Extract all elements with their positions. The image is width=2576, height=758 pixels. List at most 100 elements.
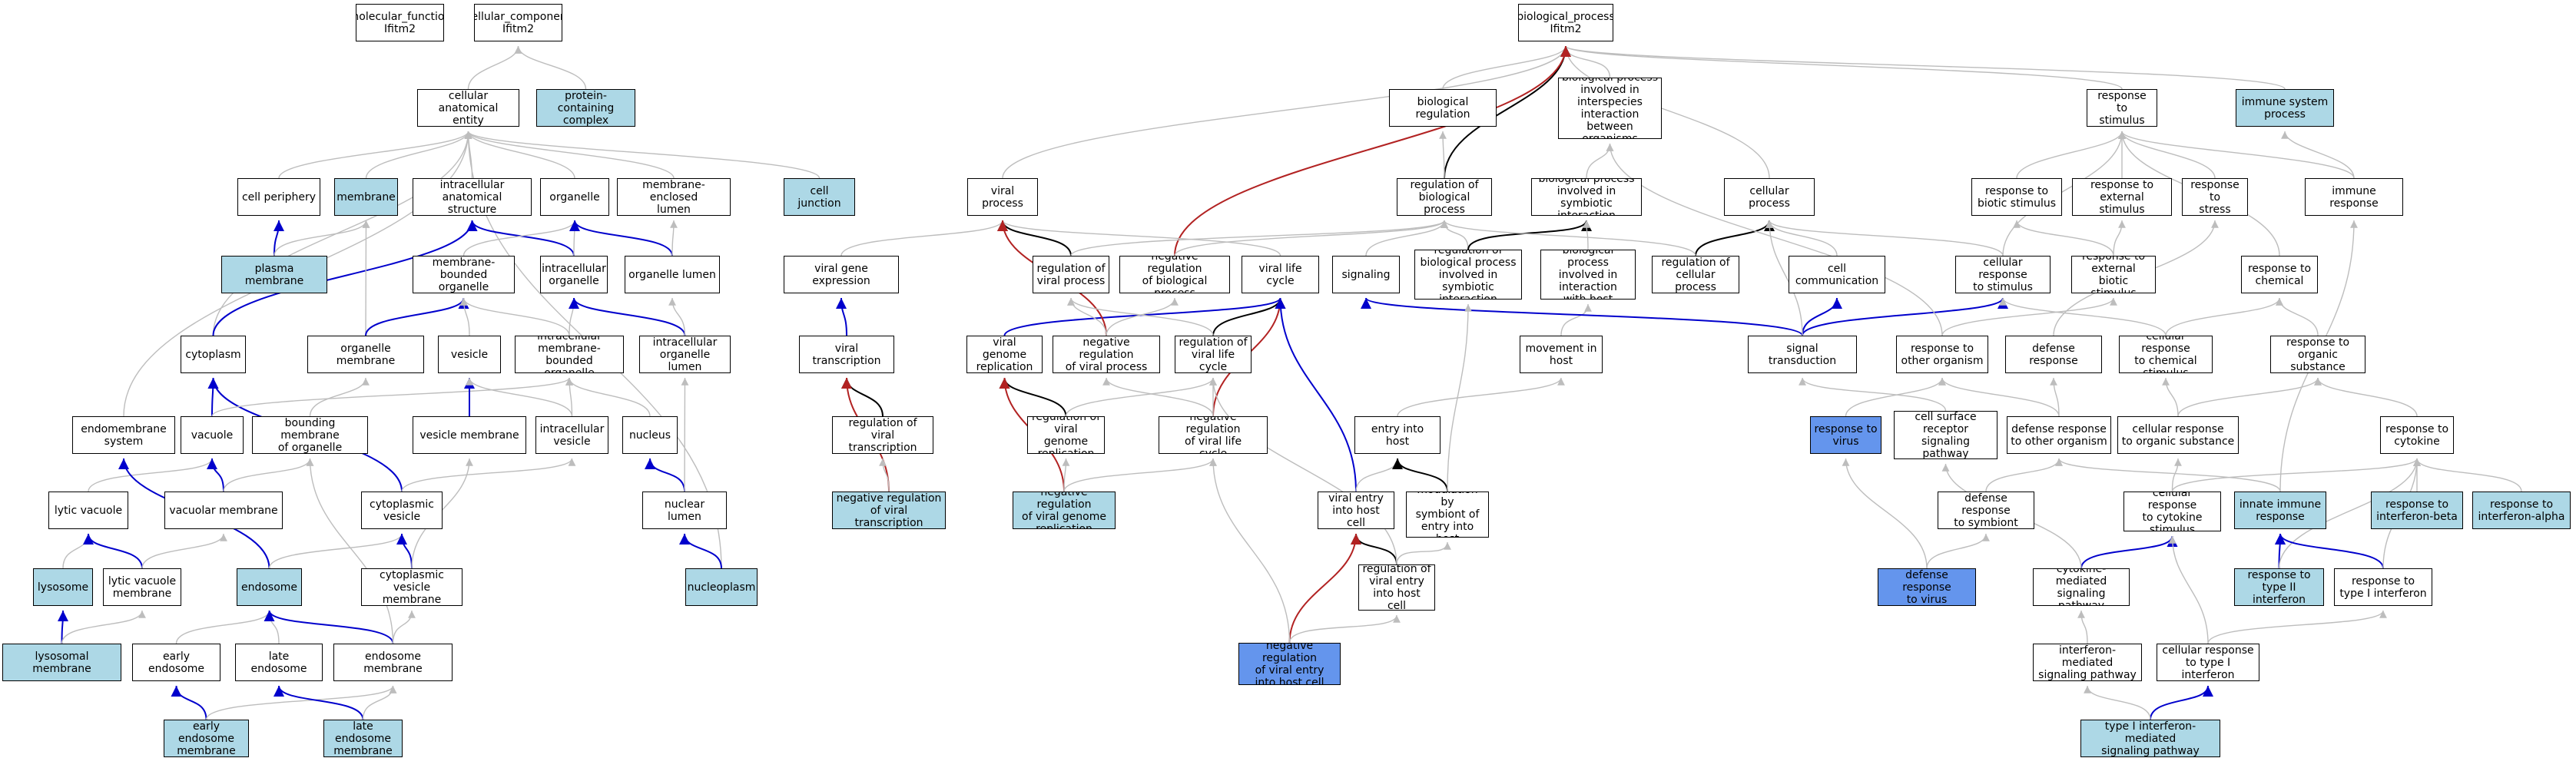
term-node-imbo[interactable]: intracellular membrane-bounded organelle [515, 336, 624, 373]
term-node-iol[interactable]: intracellular organelle lumen [639, 336, 731, 373]
term-node-om[interactable]: organelle membrane [307, 336, 424, 373]
term-node-cc[interactable]: cellular_component Ifitm2 [474, 4, 562, 41]
term-node-rebs[interactable]: response to external biotic stimulus [2071, 256, 2156, 293]
term-node-nucleoplasm[interactable]: nucleoplasm [685, 568, 758, 606]
term-node-crt1[interactable]: cellular response to type I interferon [2157, 644, 2259, 681]
term-node-ros[interactable]: response to organic substance [2270, 336, 2365, 373]
term-node-rvlc[interactable]: regulation of viral life cycle [1175, 336, 1252, 373]
term-node-isp[interactable]: immune system process [2236, 89, 2334, 127]
term-node-veihc[interactable]: viral entry into host cell [1318, 492, 1394, 529]
term-node-em[interactable]: endosome membrane [333, 644, 453, 681]
term-node-rchem[interactable]: response to chemical [2241, 256, 2318, 293]
term-node-mbo[interactable]: membrane-bounded organelle [413, 256, 515, 293]
term-node-cros[interactable]: cellular response to organic substance [2117, 416, 2239, 454]
term-node-imsp[interactable]: interferon-mediated signaling pathway [2033, 644, 2142, 681]
term-node-drsym[interactable]: defense response to symbiont [1938, 492, 2034, 529]
term-node-rveihc[interactable]: regulation of viral entry into host cell [1358, 564, 1435, 611]
term-node-cvm[interactable]: cytoplasmic vesicle membrane [361, 568, 462, 606]
term-node-cae[interactable]: cellular anatomical entity [417, 89, 519, 127]
term-node-nrvlc[interactable]: negative regulation of viral life cycle [1159, 416, 1268, 454]
term-node-ir[interactable]: immune response [2305, 178, 2403, 216]
term-node-pm[interactable]: plasma membrane [221, 256, 327, 293]
term-node-t1imsp[interactable]: type I interferon-mediated signaling pat… [2080, 720, 2220, 757]
term-node-crcs[interactable]: cellular response to chemical stimulus [2119, 336, 2213, 373]
term-node-bp[interactable]: biological_process Ifitm2 [1518, 4, 1613, 41]
term-node-nrvgr[interactable]: negative regulation of viral genome repl… [1013, 492, 1116, 529]
term-node-nrbp[interactable]: negative regulation of biological proces… [1119, 256, 1230, 293]
term-node-rvgr[interactable]: regulation of viral genome replication [1027, 416, 1105, 454]
term-node-lysm[interactable]: lysosomal membrane [2, 644, 121, 681]
term-node-rbp[interactable]: regulation of biological process [1397, 178, 1492, 216]
term-node-eih[interactable]: entry into host [1354, 416, 1441, 454]
term-node-rstress[interactable]: response to stress [2182, 178, 2248, 216]
term-node-mf[interactable]: molecular_function Ifitm2 [356, 4, 444, 41]
term-node-rtoo[interactable]: response to other organism [1896, 336, 1988, 373]
term-node-rvt[interactable]: regulation of viral transcription [832, 416, 933, 454]
term-node-rbpsym[interactable]: regulation of biological process involve… [1414, 250, 1522, 300]
term-node-nrveihc[interactable]: negative regulation of viral entry into … [1238, 643, 1341, 685]
term-node-le[interactable]: late endosome [235, 644, 323, 681]
term-node-vacm[interactable]: vacuolar membrane [164, 492, 283, 529]
term-node-lem[interactable]: late endosome membrane [323, 720, 403, 757]
term-node-mih[interactable]: movement in host [1520, 336, 1603, 373]
term-node-cellcomm[interactable]: cell communication [1789, 256, 1885, 293]
term-node-crs[interactable]: cellular response to stimulus [1955, 256, 2051, 293]
term-node-vgr[interactable]: viral genome replication [966, 336, 1043, 373]
term-node-lv[interactable]: lytic vacuole [48, 492, 128, 529]
term-node-lvm[interactable]: lytic vacuole membrane [103, 568, 181, 606]
term-node-iir[interactable]: innate immune response [2234, 492, 2326, 529]
term-node-rcp[interactable]: regulation of cellular process [1652, 256, 1739, 293]
term-node-cp[interactable]: cellular process [1724, 178, 1815, 216]
term-node-membrane[interactable]: membrane [334, 178, 398, 216]
term-node-rifna[interactable]: response to interferon-alpha [2472, 492, 2571, 529]
term-node-vt[interactable]: viral transcription [799, 336, 894, 373]
term-node-rt1[interactable]: response to type I interferon [2334, 568, 2432, 606]
term-node-breg[interactable]: biological regulation [1389, 89, 1497, 127]
term-node-drtoo[interactable]: defense response to other organism [2007, 416, 2111, 454]
term-node-vp[interactable]: viral process [967, 178, 1038, 216]
term-node-vlc[interactable]: viral life cycle [1242, 256, 1319, 293]
term-node-ee[interactable]: early endosome [132, 644, 220, 681]
term-node-organelle[interactable]: organelle [540, 178, 609, 216]
term-node-mel[interactable]: membrane-enclosed lumen [617, 178, 731, 216]
term-node-pcc[interactable]: protein-containing complex [536, 89, 635, 127]
term-node-rbs[interactable]: response to biotic stimulus [1971, 178, 2062, 216]
term-node-lysosome[interactable]: lysosome [33, 568, 93, 606]
term-node-nucleus[interactable]: nucleus [622, 416, 678, 454]
term-node-cmsp[interactable]: cytokine-mediated signaling pathway [2033, 568, 2130, 606]
term-node-rts[interactable]: response to stimulus [2087, 89, 2157, 127]
term-node-msym[interactable]: modulation by symbiont of entry into hos… [1406, 492, 1489, 538]
term-node-vacuole[interactable]: vacuole [181, 416, 244, 454]
term-node-celljunc[interactable]: cell junction [784, 178, 855, 216]
term-node-signaling[interactable]: signaling [1332, 256, 1400, 293]
term-node-res[interactable]: response to external stimulus [2072, 178, 2172, 216]
term-node-st[interactable]: signal transduction [1748, 336, 1857, 373]
term-node-ias[interactable]: intracellular anatomical structure [413, 178, 532, 216]
term-node-nl[interactable]: nuclear lumen [642, 492, 727, 529]
term-node-bmo[interactable]: bounding membrane of organelle [252, 416, 368, 454]
term-node-bpsym[interactable]: biological process involved in symbiotic… [1531, 178, 1642, 216]
term-node-rcyto[interactable]: response to cytokine [2380, 416, 2454, 454]
term-node-cytoplasm[interactable]: cytoplasm [181, 336, 246, 373]
term-node-bpinv[interactable]: biological process involved in interspec… [1558, 78, 1662, 139]
term-node-cellper[interactable]: cell periphery [237, 178, 320, 216]
term-node-nrvp[interactable]: negative regulation of viral process [1053, 336, 1160, 373]
term-node-nrvt[interactable]: negative regulation of viral transcripti… [832, 492, 946, 529]
term-node-vge[interactable]: viral gene expression [784, 256, 899, 293]
term-node-rifnb[interactable]: response to interferon-beta [2371, 492, 2463, 529]
term-node-vesicle[interactable]: vesicle [438, 336, 501, 373]
term-node-vm[interactable]: vesicle membrane [413, 416, 526, 454]
term-node-ico[interactable]: intracellular organelle [540, 256, 608, 293]
term-node-iv[interactable]: intracellular vesicle [535, 416, 608, 454]
term-node-rt2[interactable]: response to type II interferon [2234, 568, 2324, 606]
term-node-endosome[interactable]: endosome [237, 568, 302, 606]
term-node-rvp[interactable]: regulation of viral process [1033, 256, 1109, 293]
term-node-ems[interactable]: endomembrane system [72, 416, 175, 454]
term-node-rvirus[interactable]: response to virus [1810, 416, 1881, 454]
term-node-eem[interactable]: early endosome membrane [164, 720, 249, 757]
term-node-ol[interactable]: organelle lumen [625, 256, 720, 293]
term-node-dr[interactable]: defense response [2005, 336, 2102, 373]
term-node-crcyto[interactable]: cellular response to cytokine stimulus [2123, 492, 2221, 531]
term-node-cv[interactable]: cytoplasmic vesicle [361, 492, 443, 529]
term-node-bpih[interactable]: biological process involved in interacti… [1540, 250, 1636, 300]
